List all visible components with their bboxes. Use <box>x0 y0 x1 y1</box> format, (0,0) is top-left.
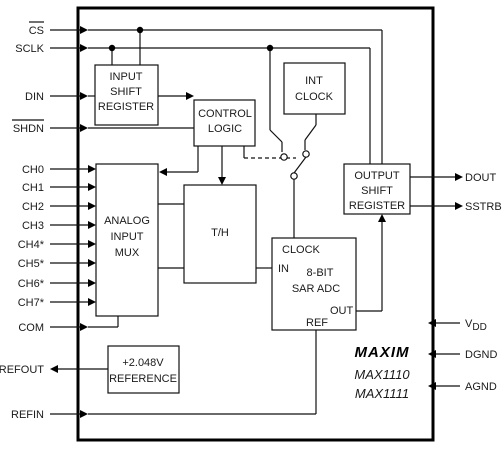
cs-junction <box>136 26 144 34</box>
svg-text:INPUT: INPUT <box>110 71 143 83</box>
svg-text:OUTPUT: OUTPUT <box>354 170 400 182</box>
svg-text:IN: IN <box>278 263 289 275</box>
ch1-input-arrow <box>88 183 96 191</box>
pin-com-label: COM <box>18 322 44 334</box>
svg-text:SHIFT: SHIFT <box>361 185 393 197</box>
svg-text:REF: REF <box>306 317 328 329</box>
pin-ch4-label: CH4* <box>18 239 45 251</box>
pin-ch5-label: CH5* <box>18 258 45 270</box>
sclk-switch-junction <box>266 44 274 52</box>
right-pin-labels: DOUT SSTRB VDD DGND AGND <box>465 172 502 393</box>
pin-ch0-label: CH0 <box>22 164 44 176</box>
switch-contact-common <box>290 172 298 180</box>
pin-refin-label: REFIN <box>11 409 44 421</box>
svg-text:SAR ADC: SAR ADC <box>292 283 340 295</box>
agnd-input-arrow <box>428 382 436 390</box>
input-shift-register-block: INPUT SHIFT REGISTER <box>94 64 159 126</box>
pin-shdn-label: SHDN <box>13 123 44 135</box>
ch3-input-arrow <box>88 221 96 229</box>
svg-text:REGISTER: REGISTER <box>98 101 154 113</box>
switch-contact-a <box>280 153 288 161</box>
refout-output-arrow <box>50 365 58 373</box>
svg-text:8-BIT: 8-BIT <box>307 267 334 279</box>
com-input-arrow <box>80 323 88 331</box>
pin-vdd-label: VDD <box>465 318 487 333</box>
svg-text:CLOCK: CLOCK <box>295 91 334 103</box>
vdd-input-arrow <box>428 319 436 327</box>
din-input-arrow <box>80 92 88 100</box>
right-pin-arrows <box>410 173 463 390</box>
pin-dout-label: DOUT <box>465 172 496 184</box>
int-clock-block: INT CLOCK <box>283 62 346 115</box>
pin-ch6-label: CH6* <box>18 278 45 290</box>
pin-refout-label: REFOUT <box>0 364 44 376</box>
part-number-2: MAX1111 <box>355 386 409 401</box>
svg-text:INPUT: INPUT <box>111 231 144 243</box>
pin-ch2-label: CH2 <box>22 201 44 213</box>
svg-text:REGISTER: REGISTER <box>349 200 405 212</box>
cs-input-arrow <box>80 26 88 34</box>
voltage-reference-block: +2.048V REFERENCE <box>107 345 180 394</box>
sar-adc-block: CLOCK IN 8-BIT SAR ADC OUT REF <box>271 237 357 331</box>
shdn-input-arrow <box>80 124 88 132</box>
svg-text:SHIFT: SHIFT <box>110 86 142 98</box>
pin-sstrb-label: SSTRB <box>465 201 502 213</box>
dgnd-input-arrow <box>428 350 436 358</box>
svg-text:CONTROL: CONTROL <box>198 108 252 120</box>
analog-input-mux-block: ANALOG INPUT MUX <box>95 163 159 317</box>
svg-text:REFERENCE: REFERENCE <box>109 373 177 385</box>
pin-cs-label: CS <box>29 25 44 37</box>
svg-text:CLOCK: CLOCK <box>282 244 321 256</box>
sclk-input-arrow <box>80 44 88 52</box>
control-logic-block: CONTROL LOGIC <box>193 99 256 147</box>
left-pin-labels: CS SCLK DIN SHDN CH0 CH1 CH2 CH3 CH4* CH… <box>0 21 45 421</box>
pin-din-label: DIN <box>25 91 44 103</box>
svg-text:+2.048V: +2.048V <box>122 357 164 369</box>
dout-output-arrow <box>455 173 463 181</box>
ch6-input-arrow <box>88 279 96 287</box>
internal-wiring <box>108 26 386 312</box>
svg-text:LOGIC: LOGIC <box>208 123 242 135</box>
branding: MAXIM MAX1110 MAX1111 <box>354 344 410 401</box>
pin-ch3-label: CH3 <box>22 220 44 232</box>
pin-ch1-label: CH1 <box>22 182 44 194</box>
ch7-input-arrow <box>88 298 96 306</box>
svg-text:ANALOG: ANALOG <box>104 215 150 227</box>
pin-ch7-label: CH7* <box>18 297 45 309</box>
svg-text:OUT: OUT <box>330 305 354 317</box>
ch4-input-arrow <box>88 240 96 248</box>
pin-sclk-label: SCLK <box>15 43 44 55</box>
track-hold-block: T/H <box>183 184 257 284</box>
refin-input-arrow <box>80 410 88 418</box>
sstrb-output-arrow <box>455 202 463 210</box>
sclk-junction <box>108 44 116 52</box>
svg-text:INT: INT <box>305 75 323 87</box>
svg-text:MUX: MUX <box>115 247 140 259</box>
svg-text:T/H: T/H <box>211 227 229 239</box>
switch-contact-b <box>302 150 310 158</box>
pin-agnd-label: AGND <box>465 381 497 393</box>
part-number-1: MAX1110 <box>354 367 410 382</box>
ch2-input-arrow <box>88 202 96 210</box>
pin-dgnd-label: DGND <box>465 349 497 361</box>
maxim-logo: MAXIM <box>355 344 410 361</box>
ch0-input-arrow <box>88 165 96 173</box>
ch5-input-arrow <box>88 259 96 267</box>
output-shift-register-block: OUTPUT SHIFT REGISTER <box>343 163 411 215</box>
